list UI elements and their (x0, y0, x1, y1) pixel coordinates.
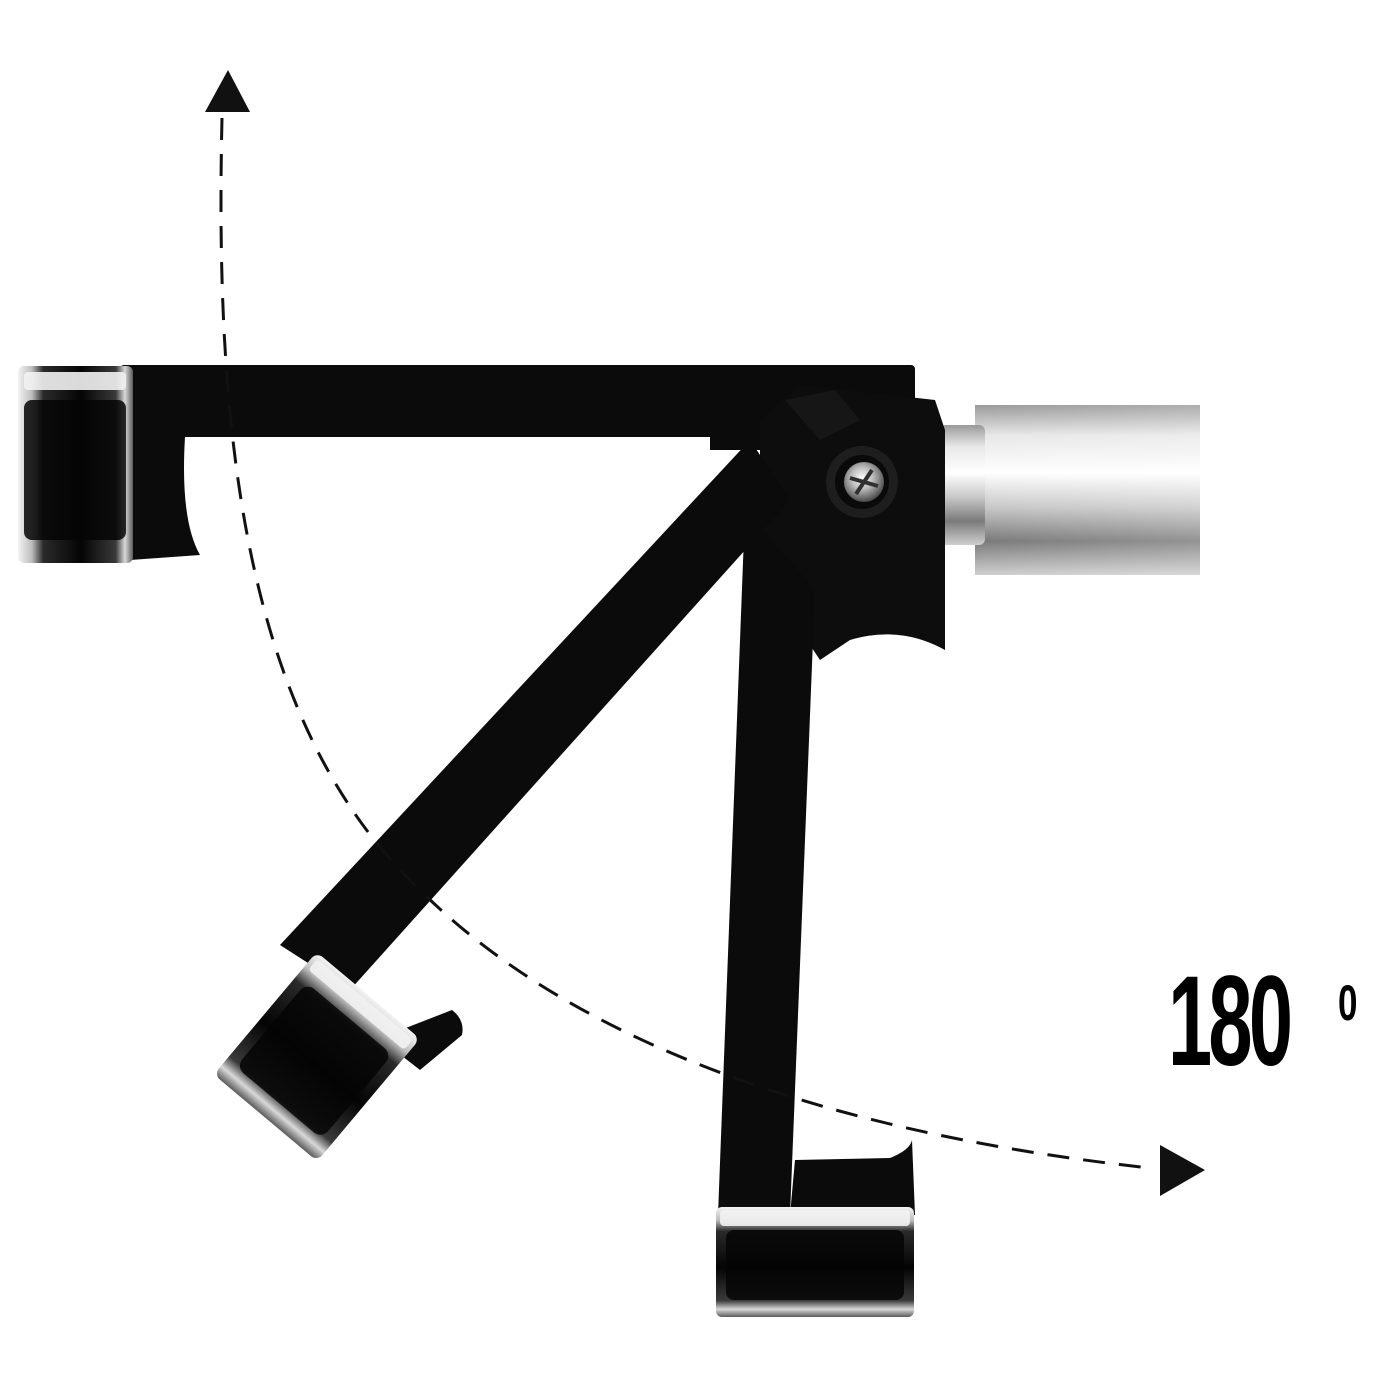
chrome-cap-left (18, 366, 133, 563)
chrome-cap-diagonal (217, 955, 417, 1159)
arm-vertical (718, 510, 915, 1215)
rotation-arrow (205, 70, 1205, 1196)
screw-icon (844, 462, 884, 502)
angle-unit-label: 0 (1338, 975, 1358, 1031)
arrowhead-up-icon (205, 70, 250, 112)
chrome-cap-bottom (716, 1207, 914, 1317)
arm-diagonal (280, 440, 790, 1070)
chrome-tube (940, 380, 1400, 600)
angle-value-label: 180 (1168, 950, 1293, 1093)
arrowhead-right-icon (1160, 1145, 1205, 1196)
